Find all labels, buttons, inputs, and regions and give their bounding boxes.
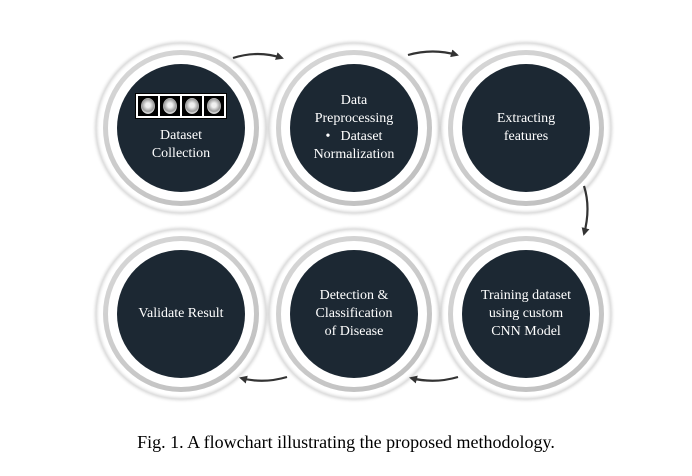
figure-caption: Fig. 1. A flowchart illustrating the pro…: [137, 432, 555, 452]
node-disc: Dataset Collection: [117, 64, 245, 192]
node-training-dataset: Training dataset using custom CNN Model: [441, 229, 611, 399]
node-disc: Data Preprocessing • Dataset Normalizatio…: [290, 64, 418, 192]
brain-scan-image: [182, 96, 202, 116]
node-validate-result: Validate Result: [96, 229, 266, 399]
brain-scan-image: [138, 96, 158, 116]
bullet-icon: •: [325, 129, 331, 144]
brain-scan-image: [204, 96, 224, 116]
node-disc: Validate Result: [117, 250, 245, 378]
node-label-line: Training dataset: [480, 288, 572, 303]
node-label-line: Detection &: [319, 288, 389, 303]
node-extracting-features: Extracting features: [441, 43, 611, 213]
node-disc: Training dataset using custom CNN Model: [462, 250, 590, 378]
node-data-preprocessing: Data Preprocessing • Dataset Normalizatio…: [269, 43, 439, 213]
node-disc: Extracting features: [462, 64, 590, 192]
brain-scan-image: [160, 96, 180, 116]
bullet-item: • Dataset: [326, 128, 383, 146]
node-label-line: using custom: [488, 306, 564, 321]
bullet-text: Dataset: [340, 129, 383, 144]
node-disc: Detection & Classification of Disease: [290, 250, 418, 378]
node-detection-classification: Detection & Classification of Disease: [269, 229, 439, 399]
node-label-line: Extracting: [496, 111, 556, 126]
arrow-left-icon: [239, 375, 288, 384]
node-label-line: Normalization: [313, 147, 395, 162]
arrow-down-icon: [581, 185, 590, 236]
arrow-left-icon: [409, 375, 459, 384]
node-dataset-collection: Dataset Collection: [96, 43, 266, 213]
node-label-line: Collection: [151, 146, 211, 161]
node-label-line: Data: [340, 93, 368, 108]
brain-scan-thumbnails: [135, 93, 227, 119]
node-label-line: Classification: [315, 306, 393, 321]
node-label-line: features: [503, 129, 549, 144]
arrow-right-icon: [232, 52, 284, 60]
node-label-line: Preprocessing: [314, 111, 394, 126]
node-label-line: Validate Result: [138, 306, 224, 321]
node-label-line: CNN Model: [491, 324, 561, 339]
node-label-line: of Disease: [324, 324, 384, 339]
node-label-line: Dataset: [160, 128, 202, 143]
arrow-right-icon: [407, 49, 459, 58]
